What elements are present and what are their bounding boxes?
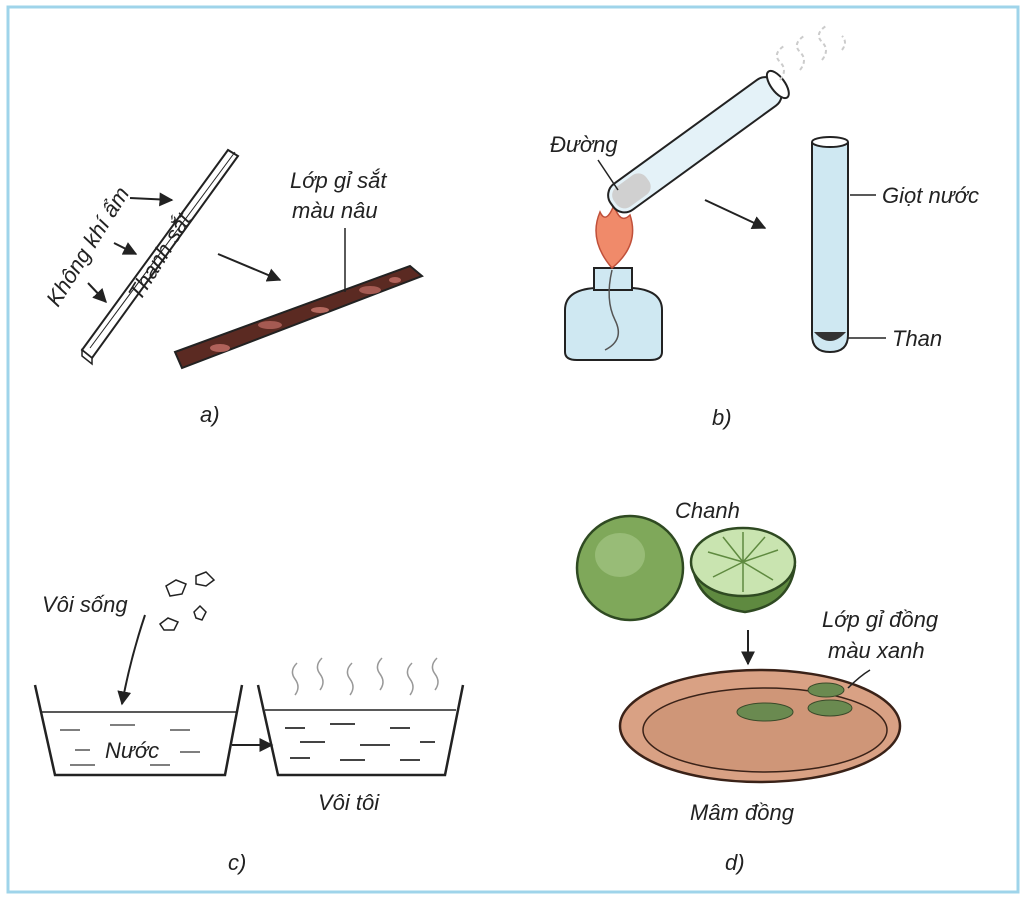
rust-label-line1: Lớp gỉ sắt (290, 168, 387, 193)
slaked-lime-bowl (256, 684, 465, 777)
iron-bar (80, 148, 240, 366)
verdigris-leader (847, 669, 871, 689)
flame (595, 202, 634, 270)
lemon-label: Chanh (675, 498, 740, 523)
rust-label-line2: màu nâu (292, 198, 378, 223)
panel-b-sugar-heating: Đường Giọt nước Than b) (550, 25, 979, 430)
verdigris-label-line2: màu xanh (828, 638, 925, 663)
rusted-iron-bar (173, 264, 424, 370)
sugar-leader (597, 159, 619, 191)
upright-test-tube (811, 136, 849, 354)
slaked-lime-label: Vôi tôi (318, 790, 380, 815)
charcoal-label: Than (892, 326, 942, 351)
half-lemon (689, 526, 797, 614)
panel-a-iron-rusting: Không khí ẩm Thanh sắt Lớp gỉ sắt màu nâ… (41, 148, 424, 427)
angled-test-tube (607, 69, 790, 214)
caption-c: c) (228, 850, 246, 875)
air-arrow-1 (129, 192, 174, 207)
sugar-label: Đường (550, 132, 618, 157)
caption-a: a) (200, 402, 220, 427)
tray-label: Mâm đồng (690, 800, 795, 825)
panel-c-slaking-lime: Vôi sống Nước Vôi tôi c) (33, 571, 465, 875)
water-drop-label: Giọt nước (882, 183, 979, 208)
caption-b: b) (712, 405, 732, 430)
quicklime-pieces (158, 571, 216, 631)
caption-d: d) (725, 850, 745, 875)
water-bowl (33, 684, 244, 777)
process-arrow-a (217, 253, 282, 282)
drop-arrow (117, 614, 146, 706)
air-arrow-2 (113, 242, 138, 255)
vapor (775, 25, 846, 81)
figure-frame (6, 5, 1020, 894)
alcohol-burner (564, 267, 663, 361)
panel-d-copper-verdigris: Chanh Lớp gỉ đồng màu xanh Mâm đồng d) (575, 498, 939, 875)
verdigris-spots (736, 682, 853, 722)
iron-bar-label: Thanh sắt (123, 208, 197, 305)
steam (291, 657, 439, 696)
process-arrow-b (704, 199, 767, 230)
verdigris-label-line1: Lớp gỉ đồng (822, 607, 939, 632)
copper-tray (618, 668, 902, 784)
air-arrow-3 (87, 282, 107, 304)
water-label: Nước (105, 738, 159, 763)
quicklime-label: Vôi sống (42, 592, 128, 617)
